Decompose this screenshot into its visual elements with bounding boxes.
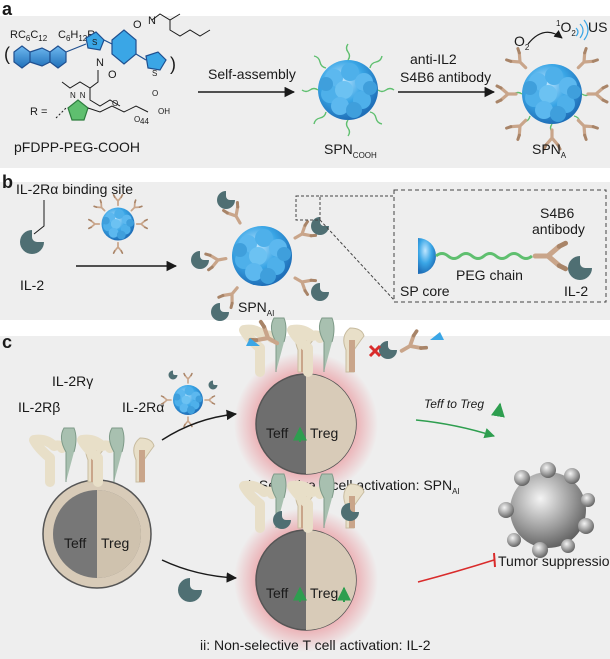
- panel-b-background: [0, 182, 610, 320]
- spn-cooh-label: SPNCOOH: [324, 141, 377, 160]
- panel-b-letter: b: [2, 172, 13, 192]
- sp-core-icon: [418, 238, 436, 274]
- o2-label: O2: [514, 33, 530, 52]
- r-definition-label: R =: [30, 106, 47, 118]
- peg-linker: [87, 105, 149, 113]
- bracket-left: (: [4, 44, 10, 64]
- r-group-left: RC6C12: [10, 29, 48, 43]
- binding-site-pointer: [33, 200, 45, 235]
- zoom-box: [295, 195, 321, 221]
- dpp-oxygen-bottom: O: [108, 69, 117, 81]
- inset-box: [393, 189, 607, 303]
- antibody-label: antibody: [532, 221, 585, 237]
- us-label: US: [588, 19, 607, 35]
- dpp-oxygen-top: O: [133, 19, 142, 31]
- panel-b: b IL-2Rα binding site IL-2: [0, 172, 610, 321]
- resting-t-cell: Teff Treg: [34, 428, 154, 589]
- alkyl-chain-bottom: [61, 70, 121, 107]
- il2r-alpha-label: IL-2Rα: [122, 399, 164, 415]
- binding-site-label: IL-2Rα binding site: [16, 181, 133, 197]
- panel-a-letter: a: [2, 0, 13, 19]
- spn-a-particle: [495, 46, 609, 151]
- blocked-x-icon: [368, 344, 382, 358]
- teff-label-bottom: Teff: [266, 585, 288, 601]
- dpp-nitrogen-bottom: N: [96, 57, 104, 69]
- il2r-gamma-label: IL-2Rγ: [52, 373, 93, 389]
- sulfur-right: S: [152, 69, 157, 78]
- peg-chain-label: PEG chain: [456, 267, 523, 283]
- polymer-name: pFDPP-PEG-COOH: [14, 139, 140, 155]
- spn-ai-label: SPNAI: [238, 299, 274, 318]
- selective-activation-arrow: [161, 409, 238, 441]
- treg-label-bottom: Treg: [310, 585, 338, 601]
- thiophene-left: [85, 31, 105, 51]
- teff-label-left: Teff: [64, 535, 86, 551]
- peg-chain: [435, 252, 533, 260]
- dpp-nitrogen-top: N: [148, 15, 156, 27]
- inhibition-bar: [493, 552, 496, 568]
- singlet-o2-label: 1O2: [556, 19, 576, 38]
- peg-subscript: 44: [140, 117, 149, 126]
- ultrasound-waves-icon: [575, 19, 589, 41]
- nonselective-activation-arrow: [161, 559, 238, 583]
- il2-label: IL-2: [20, 277, 44, 293]
- sp-core-label: SP core: [400, 283, 450, 299]
- anti-il2-label: anti-IL2: [410, 51, 457, 67]
- teff-to-treg-label: Teff to Treg: [424, 397, 484, 411]
- tumor-icon: [498, 462, 595, 558]
- fluorene-ring-2: [49, 45, 67, 69]
- bracket-right: ): [170, 54, 176, 74]
- cooh-o: O: [152, 89, 158, 98]
- tumor-suppression-label: Tumor suppression: [498, 553, 610, 569]
- caption-nonselective: ii: Non-selective T cell activation: IL-…: [200, 637, 431, 653]
- alkyl-chain-top: [151, 13, 211, 37]
- treg-label-top: Treg: [310, 425, 338, 441]
- peg-o-1: O: [112, 99, 118, 108]
- selective-activated-cell: Teff Treg: [234, 318, 444, 496]
- panel-c: c Teff Treg IL-2Rβ IL-2Rγ IL-2Rα: [0, 318, 610, 659]
- treg-label-left: Treg: [101, 535, 129, 551]
- self-assembly-label: Self-assembly: [208, 66, 296, 82]
- il2r-beta-label: IL-2Rβ: [18, 399, 60, 415]
- peg-o-2: O: [134, 115, 140, 124]
- spn-fragment-right: [430, 332, 444, 340]
- teff-label-top: Teff: [266, 425, 288, 441]
- polymer-structure: RC6C12 C6H12R S O O N N S ( ) R =: [4, 13, 211, 155]
- spn-cooh-particle: [301, 43, 395, 137]
- thiophene-right: [145, 51, 167, 71]
- sulfur-left: S: [92, 38, 97, 47]
- nonselective-activated-cell: Teff Treg: [234, 474, 378, 652]
- triazole-ring: [67, 99, 89, 121]
- s4b6-label: S4B6: [540, 205, 574, 221]
- panel-c-letter: c: [2, 332, 12, 352]
- spn-fragment-left: [246, 338, 260, 346]
- spn-a-label: SPNA: [532, 141, 567, 160]
- teff-to-treg-arrow: [415, 419, 496, 439]
- o2-conversion-arrow: [527, 30, 563, 45]
- zoom-line-bottom: [319, 219, 395, 301]
- il2-inset-label: IL-2: [564, 283, 588, 299]
- s4b6-antibody-label: S4B6 antibody: [400, 69, 491, 85]
- ratio-up-arrow: [491, 402, 505, 418]
- inhibition-arrow: [417, 559, 495, 583]
- panel-a: a RC6C12 C6H12R S O O N N S (: [0, 0, 610, 168]
- cooh-oh: OH: [158, 107, 170, 116]
